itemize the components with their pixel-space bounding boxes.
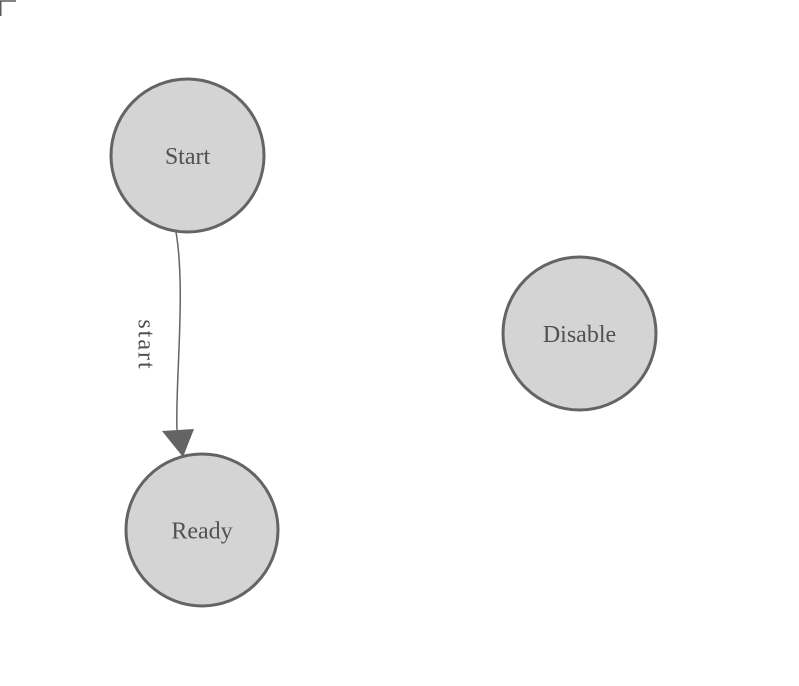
transition-start-to-ready[interactable]: start bbox=[133, 231, 194, 457]
state-node-ready[interactable]: Ready bbox=[124, 452, 280, 608]
canvas-corner-mark bbox=[0, 0, 16, 16]
state-circle-start[interactable] bbox=[109, 77, 266, 234]
state-circle-disable[interactable] bbox=[501, 255, 658, 412]
edge-arrowhead-icon bbox=[162, 429, 194, 457]
edge-label[interactable]: start bbox=[133, 319, 159, 370]
state-node-start[interactable]: Start bbox=[109, 77, 266, 234]
state-node-disable[interactable]: Disable bbox=[501, 255, 658, 412]
state-circle-ready[interactable] bbox=[124, 452, 280, 608]
edge-path[interactable] bbox=[175, 231, 182, 431]
